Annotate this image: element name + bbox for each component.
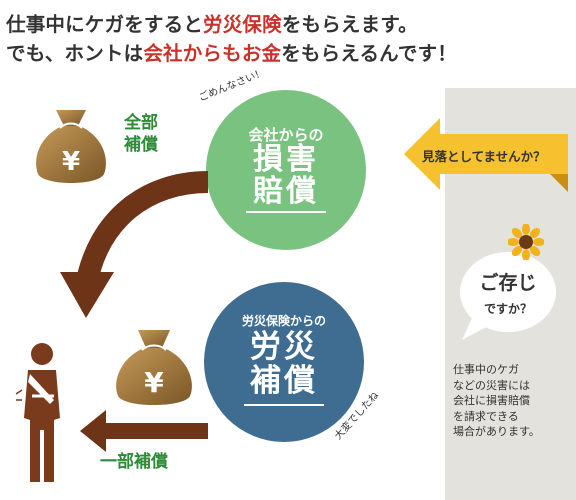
rousai-circle-subtitle: 労災保険からの <box>241 314 326 328</box>
money-bag-icon: ¥ <box>36 110 106 183</box>
note-line-4: を請求できる <box>453 409 519 423</box>
curved-arrow-to-person <box>60 171 209 318</box>
full-compensation-line-2: 補償 <box>124 135 158 155</box>
explanation-note: 仕事中のケガ などの災害には 会社に損害賠償 を請求できる 場合があります。 <box>453 362 571 440</box>
headline-1-part-3: をもらえます。 <box>281 13 418 36</box>
note-line-3: 会社に損害賠償 <box>453 394 530 408</box>
headline-line-1: 仕事中にケガをすると労災保険をもらえます。 <box>6 8 418 37</box>
company-circle-subtitle: 会社からの <box>248 126 324 144</box>
yen-symbol-1: ¥ <box>62 147 80 177</box>
rousai-circle-title-line-1: 労災 <box>250 329 318 365</box>
speech-bubble-shape <box>460 252 556 340</box>
partial-compensation-label: 一部補償 <box>100 452 168 472</box>
company-circle-title-line-2: 賠償 <box>253 174 319 209</box>
company-circle-title-line-1: 損害 <box>253 142 319 177</box>
straight-arrow-to-person <box>80 410 208 452</box>
headline-2-part-3: をもらえるんです！ <box>281 42 457 65</box>
yen-symbol-2: ¥ <box>144 366 164 399</box>
rousai-compensation-circle: 労災保険からの 労災 補償 <box>204 282 364 442</box>
company-circle-title: 損害 賠償 <box>206 144 366 208</box>
headline-2-part-1: でも、ホントは <box>6 42 144 65</box>
company-circle-underline <box>246 211 326 213</box>
headline-1-part-1: 仕事中にケガをすると <box>6 13 204 36</box>
rousai-circle-underline <box>244 404 324 406</box>
rousai-circle-title: 労災 補償 <box>204 330 364 398</box>
headline-1-highlight-rousai: 労災保険 <box>203 13 282 36</box>
injured-person-icon <box>15 343 60 482</box>
note-line-1: 仕事中のケガ <box>453 363 519 376</box>
money-bag-icon: ¥ <box>116 330 192 405</box>
rousai-circle-title-line-2: 補償 <box>250 363 318 399</box>
note-line-5: 場合があります。 <box>453 425 540 439</box>
note-line-2: などの災害には <box>453 378 530 392</box>
headline-line-2: でも、ホントは会社からもお金をもらえるんです！ <box>6 37 457 66</box>
company-damages-circle: 会社からの 損害 賠償 <box>206 90 366 250</box>
full-compensation-line-1: 全部 <box>124 113 158 133</box>
callout-arrow-shape <box>404 118 568 192</box>
headline-2-highlight-company-money: 会社からもお金 <box>143 42 282 65</box>
sunflower-icon <box>508 224 544 260</box>
full-compensation-label: 全部 補償 <box>124 112 158 156</box>
